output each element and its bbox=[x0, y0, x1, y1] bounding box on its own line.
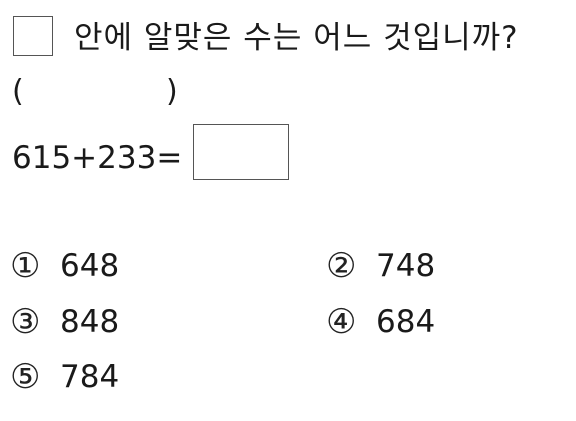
question-text: 안에 알맞은 수는 어느 것입니까? bbox=[74, 20, 519, 56]
choice-2-value: 748 bbox=[376, 248, 436, 284]
choice-1-value: 648 bbox=[60, 248, 120, 284]
choice-1-number: ① bbox=[10, 246, 41, 286]
choice-2-number: ② bbox=[326, 246, 357, 286]
choice-3-number: ③ bbox=[10, 302, 41, 342]
choice-1[interactable]: ① 648 bbox=[10, 244, 119, 288]
choice-5-value: 784 bbox=[60, 359, 120, 395]
choice-5[interactable]: ⑤ 784 bbox=[10, 355, 119, 399]
choice-5-number: ⑤ bbox=[10, 357, 41, 397]
answer-paren-open: ( bbox=[12, 74, 24, 109]
choice-4-value: 684 bbox=[376, 304, 436, 340]
answer-box[interactable] bbox=[193, 124, 289, 180]
choice-3-value: 848 bbox=[60, 304, 120, 340]
choice-2[interactable]: ② 748 bbox=[326, 244, 435, 288]
choice-4-number: ④ bbox=[326, 302, 357, 342]
equation: 615+233= bbox=[12, 140, 183, 176]
choice-3[interactable]: ③ 848 bbox=[10, 300, 119, 344]
answer-paren-close: ) bbox=[166, 74, 178, 109]
blank-box-icon bbox=[13, 16, 53, 56]
choice-4[interactable]: ④ 684 bbox=[326, 300, 435, 344]
